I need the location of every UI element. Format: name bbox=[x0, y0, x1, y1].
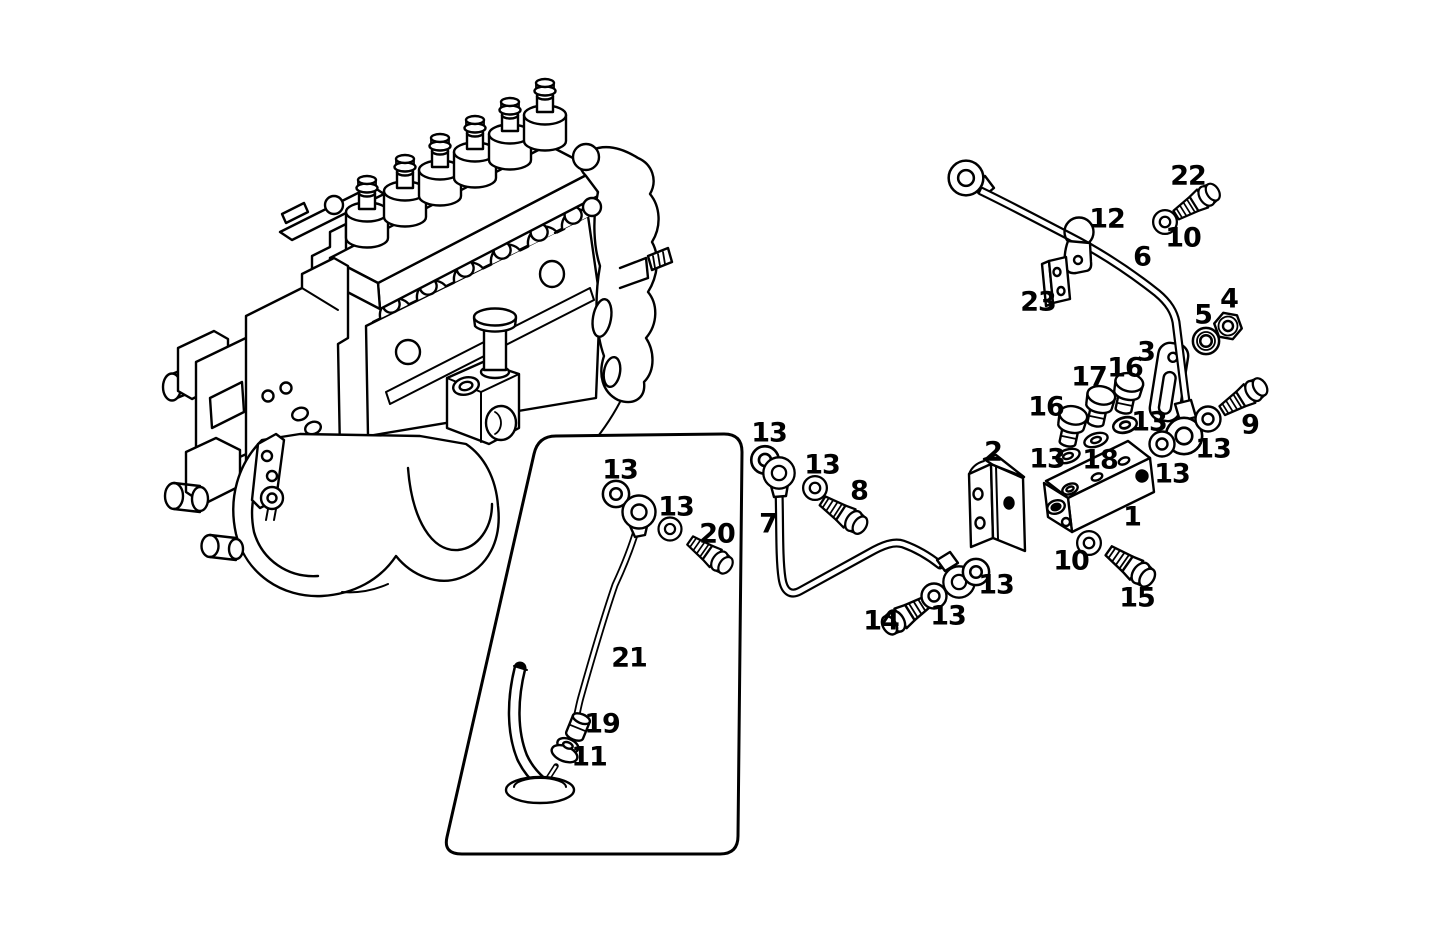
part-5-washer bbox=[1191, 326, 1221, 356]
part-4-nut bbox=[1213, 311, 1243, 341]
part-9-bolt bbox=[1215, 373, 1273, 422]
part-15-bolt bbox=[1100, 540, 1161, 593]
part-7-pipe-assembly bbox=[749, 444, 991, 640]
inset-pump-return-pipe bbox=[504, 661, 576, 805]
primer-pump bbox=[445, 307, 521, 446]
part-16-plug-right bbox=[1107, 369, 1147, 418]
inset-panel bbox=[444, 432, 744, 856]
part-2-angle-bracket bbox=[967, 453, 1027, 553]
injection-pump-drawing bbox=[161, 77, 674, 598]
part-21-drain-pipe bbox=[573, 479, 683, 718]
part-10-washer-upper bbox=[1151, 208, 1179, 236]
part-23-bracket bbox=[1040, 255, 1072, 308]
part-12-clamp bbox=[1063, 216, 1095, 275]
part-8-bolt bbox=[815, 490, 873, 539]
part-19-sleeve-nut bbox=[564, 712, 592, 742]
pump-right-end-plate bbox=[571, 142, 674, 404]
governor-lever-bracket bbox=[163, 432, 286, 562]
part-22-bolt bbox=[1169, 178, 1225, 226]
part-10-washer-lower bbox=[1075, 529, 1103, 557]
part-1-junction-block bbox=[1042, 439, 1156, 534]
